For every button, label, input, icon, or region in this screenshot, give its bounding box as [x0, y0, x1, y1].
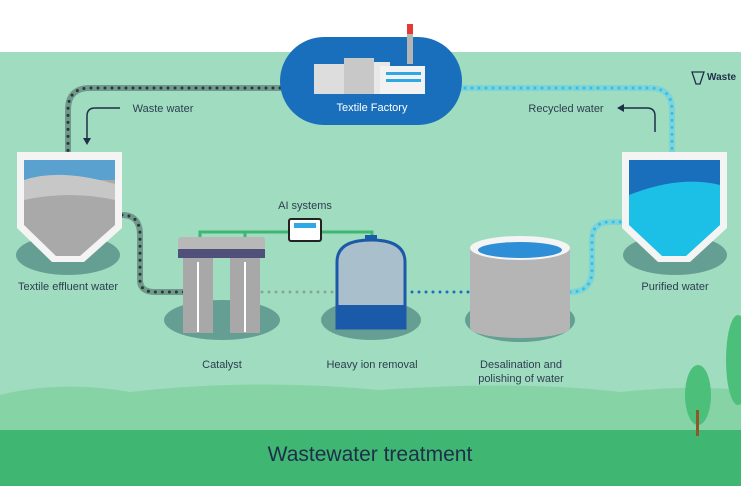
- label-purified: Purified water: [641, 281, 709, 293]
- title-band: [0, 430, 741, 486]
- desalination-tank-icon: [470, 248, 570, 328]
- logo-icon: [691, 71, 705, 85]
- waste-arrow-icon: [86, 107, 120, 142]
- hills: [0, 384, 741, 432]
- factory-icon: [407, 34, 413, 64]
- catalyst-icon: [178, 237, 265, 249]
- tree-icon: [685, 365, 711, 425]
- recycled-arrow-icon: [620, 107, 656, 132]
- label-waste-water: Waste water: [132, 103, 194, 115]
- label-factory: Textile Factory: [336, 102, 408, 114]
- logo-text: Waste: [707, 72, 737, 83]
- label-recycled-water: Recycled water: [528, 103, 604, 115]
- label-heavy-ion: Heavy ion removal: [326, 359, 418, 371]
- label-effluent: Textile effluent water: [17, 281, 119, 293]
- label-catalyst: Catalyst: [202, 359, 242, 371]
- diagram-title: Wastewater treatment: [267, 443, 473, 466]
- label-desalination-1: Desalination and: [480, 359, 562, 371]
- label-desalination-2: polishing of water: [478, 373, 564, 385]
- label-ai-systems: AI systems: [278, 200, 332, 212]
- ai-device-icon: [288, 218, 322, 242]
